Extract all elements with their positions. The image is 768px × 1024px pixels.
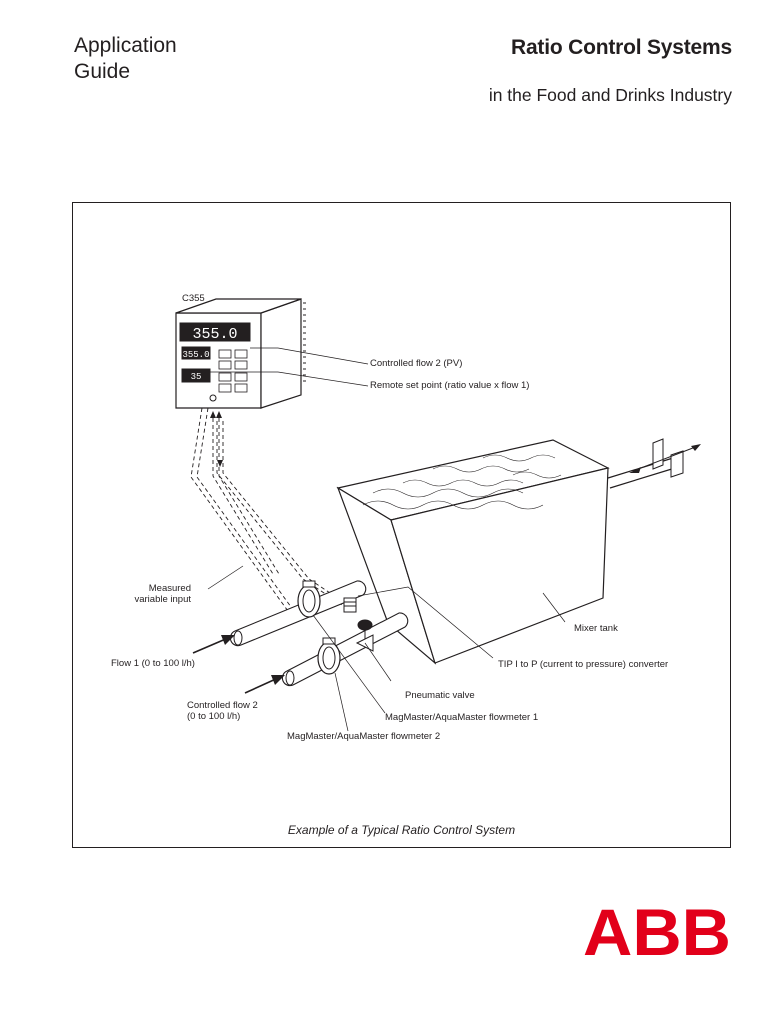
leader-lines	[207, 565, 566, 732]
flowmeter1-label: MagMaster/AquaMaster flowmeter 1	[385, 712, 539, 723]
page-title: Ratio Control Systems	[510, 36, 732, 59]
measured-variable-label: Measured variable input	[134, 583, 191, 605]
flowmeter2-label: MagMaster/AquaMaster flowmeter 2	[287, 731, 441, 742]
mixer-tank-label: Mixer tank	[574, 623, 618, 634]
figure-caption: Example of a Typical Ratio Control Syste…	[287, 823, 516, 837]
doc-type-heading: Application Guide	[74, 33, 177, 85]
flow1-label: Flow 1 (0 to 100 l/h)	[111, 658, 195, 669]
flowmeter-2	[317, 637, 341, 675]
page-subtitle: in the Food and Drinks Industry	[488, 85, 732, 105]
tip-converter	[343, 597, 357, 613]
controller-model-label: C355	[182, 293, 205, 304]
pipe-2	[281, 612, 409, 687]
flow-arrows	[192, 635, 285, 694]
mixer-tank	[336, 439, 610, 665]
flowmeter-1	[297, 580, 321, 618]
pneumatic-valve-label: Pneumatic valve	[405, 690, 475, 701]
signal-cables	[190, 407, 355, 619]
doc-type-line-2: Guide	[74, 60, 131, 83]
mixer-shaft	[607, 438, 701, 489]
controlled-flow-pv-label: Controlled flow 2 (PV)	[370, 358, 463, 369]
tip-converter-label: TIP I to P (current to pressure) convert…	[498, 659, 669, 670]
doc-type-line-1: Application	[74, 34, 177, 57]
controlled-flow2-label: Controlled flow 2 (0 to 100 l/h)	[187, 700, 258, 722]
pipe-1	[229, 580, 367, 647]
figure-box: C355 Controlled flow 2 (PV) Remote set p…	[72, 202, 731, 848]
remote-set-point-label: Remote set point (ratio value x flow 1)	[370, 380, 530, 391]
abb-logo-text: ABB	[583, 899, 731, 959]
controller-unit	[175, 298, 306, 409]
abb-logo: ABB	[583, 899, 731, 959]
ratio-control-diagram	[175, 298, 701, 732]
